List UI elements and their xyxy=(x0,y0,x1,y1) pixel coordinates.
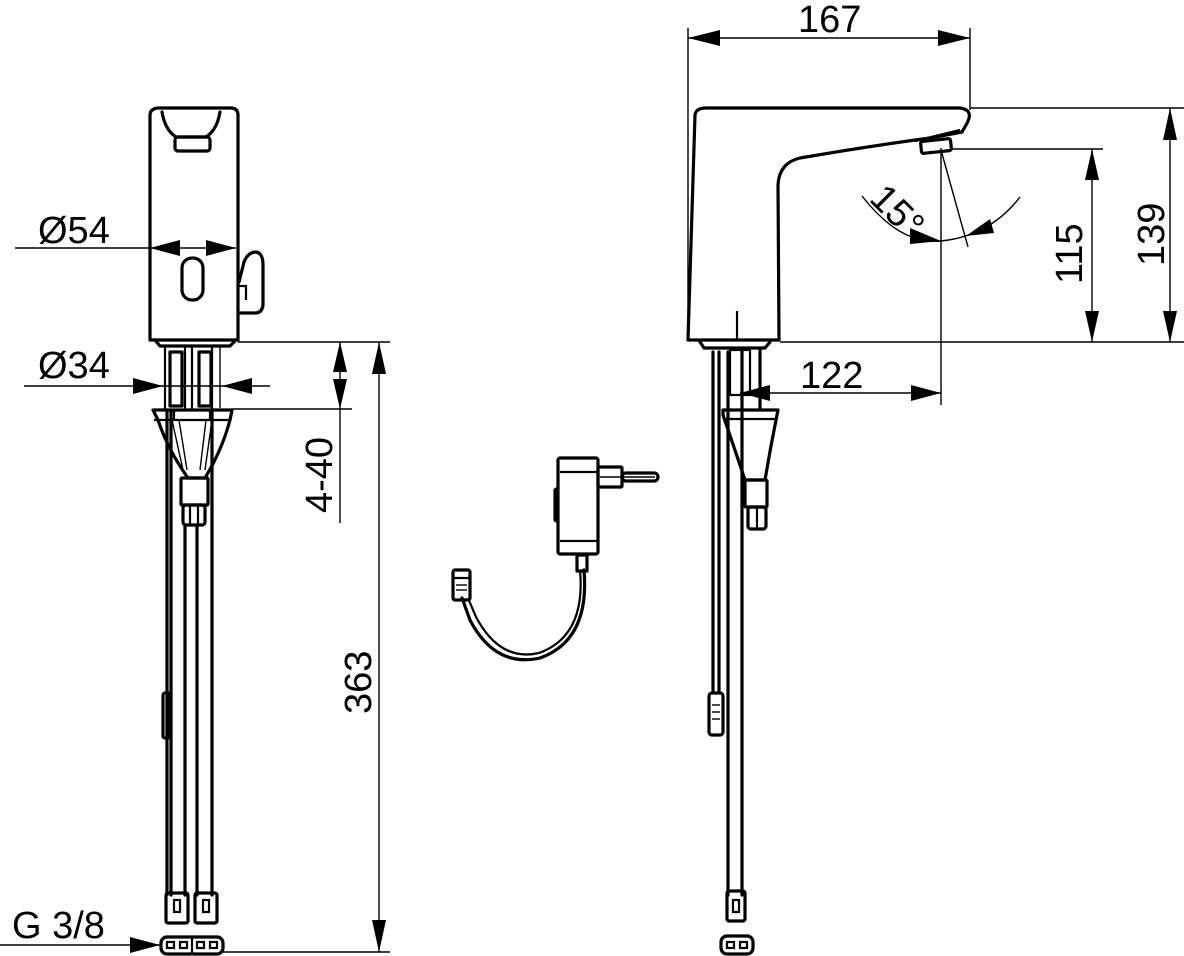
label-spout-projection: 122 xyxy=(800,355,863,397)
dimension-countertop-thickness: 4-40 xyxy=(299,342,347,523)
label-connection-thread: G 3/8 xyxy=(12,905,105,947)
supply-hoses-front xyxy=(159,408,225,956)
power-adapter-icon xyxy=(451,456,660,662)
label-total-depth: 167 xyxy=(798,0,861,41)
side-view: 167 122 115 139 xyxy=(686,0,1184,956)
label-outlet-height: 115 xyxy=(1049,223,1091,284)
mounting-stem-front xyxy=(151,338,238,527)
dimension-outlet-height: 115 xyxy=(1049,149,1099,342)
label-countertop-thickness: 4-40 xyxy=(299,437,341,513)
mounting-stem-side xyxy=(721,348,780,531)
supply-hoses-side xyxy=(707,350,755,956)
label-body-diameter: Ø54 xyxy=(38,210,110,252)
dimension-connection-thread: G 3/8 xyxy=(0,905,160,953)
label-total-height: 139 xyxy=(1131,203,1173,266)
faucet-body-side xyxy=(686,106,971,350)
sensor-window-icon xyxy=(180,256,205,302)
dimension-total-depth: 167 xyxy=(687,0,971,340)
lever xyxy=(237,250,265,315)
dimension-body-diameter: Ø54 xyxy=(15,210,236,256)
dimension-stem-diameter: Ø34 xyxy=(24,345,270,394)
dimension-spout-projection: 122 xyxy=(740,148,942,405)
front-view: Ø54 Ø34 4-40 363 G xyxy=(0,106,390,956)
label-stem-diameter: Ø34 xyxy=(38,345,110,387)
faucet-body-front xyxy=(148,106,265,342)
label-hose-length: 363 xyxy=(338,651,380,714)
dimension-total-height: 139 xyxy=(1131,108,1177,342)
dimension-hose-length: 363 xyxy=(338,342,386,952)
